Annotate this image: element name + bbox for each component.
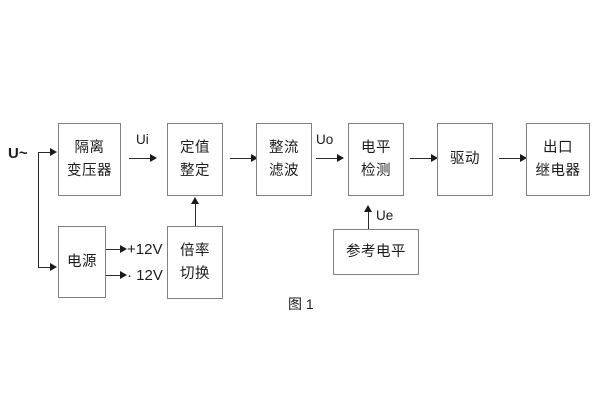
multiplier-switch-line2: 切换 (180, 265, 210, 282)
drive-to-relay-line (499, 158, 521, 159)
rectify-filter-line1: 整流 (269, 140, 299, 157)
signal-ue-label: Ue (376, 208, 394, 223)
block-setting-adjust[interactable]: 定值 整定 (167, 123, 223, 196)
input-to-power-line (38, 267, 51, 268)
rail-negative-line (106, 275, 122, 276)
block-output-relay[interactable]: 出口 继电器 (526, 123, 590, 196)
setting-to-rectify-arrowhead (251, 154, 258, 162)
rectify-to-level-arrowhead (337, 154, 344, 162)
multiplier-to-setting-arrowhead (191, 197, 199, 204)
input-to-power-arrowhead (50, 263, 57, 271)
transformer-to-setting-line (129, 158, 151, 159)
multiplier-switch-line1: 倍率 (180, 243, 210, 260)
reference-to-level-arrowhead (364, 205, 372, 212)
input-to-transformer-line (38, 152, 51, 153)
block-reference-level[interactable]: 参考电平 (333, 229, 419, 275)
level-detect-line2: 检测 (361, 162, 391, 179)
setting-to-rectify-line (230, 158, 252, 159)
level-detect-line1: 电平 (361, 140, 391, 157)
input-source-label: U~ (8, 145, 28, 162)
drive-line1: 驱动 (450, 151, 480, 168)
rail-negative-arrowhead (120, 271, 127, 279)
block-power-supply[interactable]: 电源 (58, 226, 106, 298)
rail-positive-label: +12V (127, 241, 163, 258)
input-to-transformer-arrowhead (50, 148, 57, 156)
output-relay-line1: 出口 (543, 140, 573, 157)
setting-adjust-line1: 定值 (180, 140, 210, 157)
signal-uo-label: Uo (316, 132, 334, 147)
reference-level-line1: 参考电平 (346, 243, 406, 260)
level-to-drive-arrowhead (431, 154, 438, 162)
signal-ui-label: Ui (136, 132, 149, 147)
transformer-to-setting-arrowhead (150, 154, 157, 162)
rail-negative-label: · 12V (127, 267, 163, 284)
isolation-transformer-line2: 变压器 (67, 162, 112, 179)
rail-positive-arrowhead (120, 245, 127, 253)
output-relay-line2: 继电器 (535, 162, 581, 179)
isolation-transformer-line1: 隔离 (74, 140, 105, 157)
rectify-filter-line2: 滤波 (269, 162, 299, 179)
block-drive[interactable]: 驱动 (437, 123, 493, 196)
reference-to-level-line (368, 211, 369, 229)
rectify-to-level-line (316, 158, 338, 159)
multiplier-to-setting-line (195, 203, 196, 226)
input-bus-vertical-line (38, 152, 39, 267)
block-level-detect[interactable]: 电平 检测 (348, 123, 404, 196)
setting-adjust-line2: 整定 (180, 162, 210, 179)
rail-positive-line (106, 249, 122, 250)
block-isolation-transformer[interactable]: 隔离 变压器 (58, 123, 121, 196)
block-multiplier-switch[interactable]: 倍率 切换 (167, 226, 223, 299)
level-to-drive-line (410, 158, 432, 159)
figure-caption: 图 1 (288, 296, 314, 312)
drive-to-relay-arrowhead (520, 154, 527, 162)
power-supply-line1: 电源 (67, 253, 97, 270)
block-rectify-filter[interactable]: 整流 滤波 (256, 123, 312, 196)
